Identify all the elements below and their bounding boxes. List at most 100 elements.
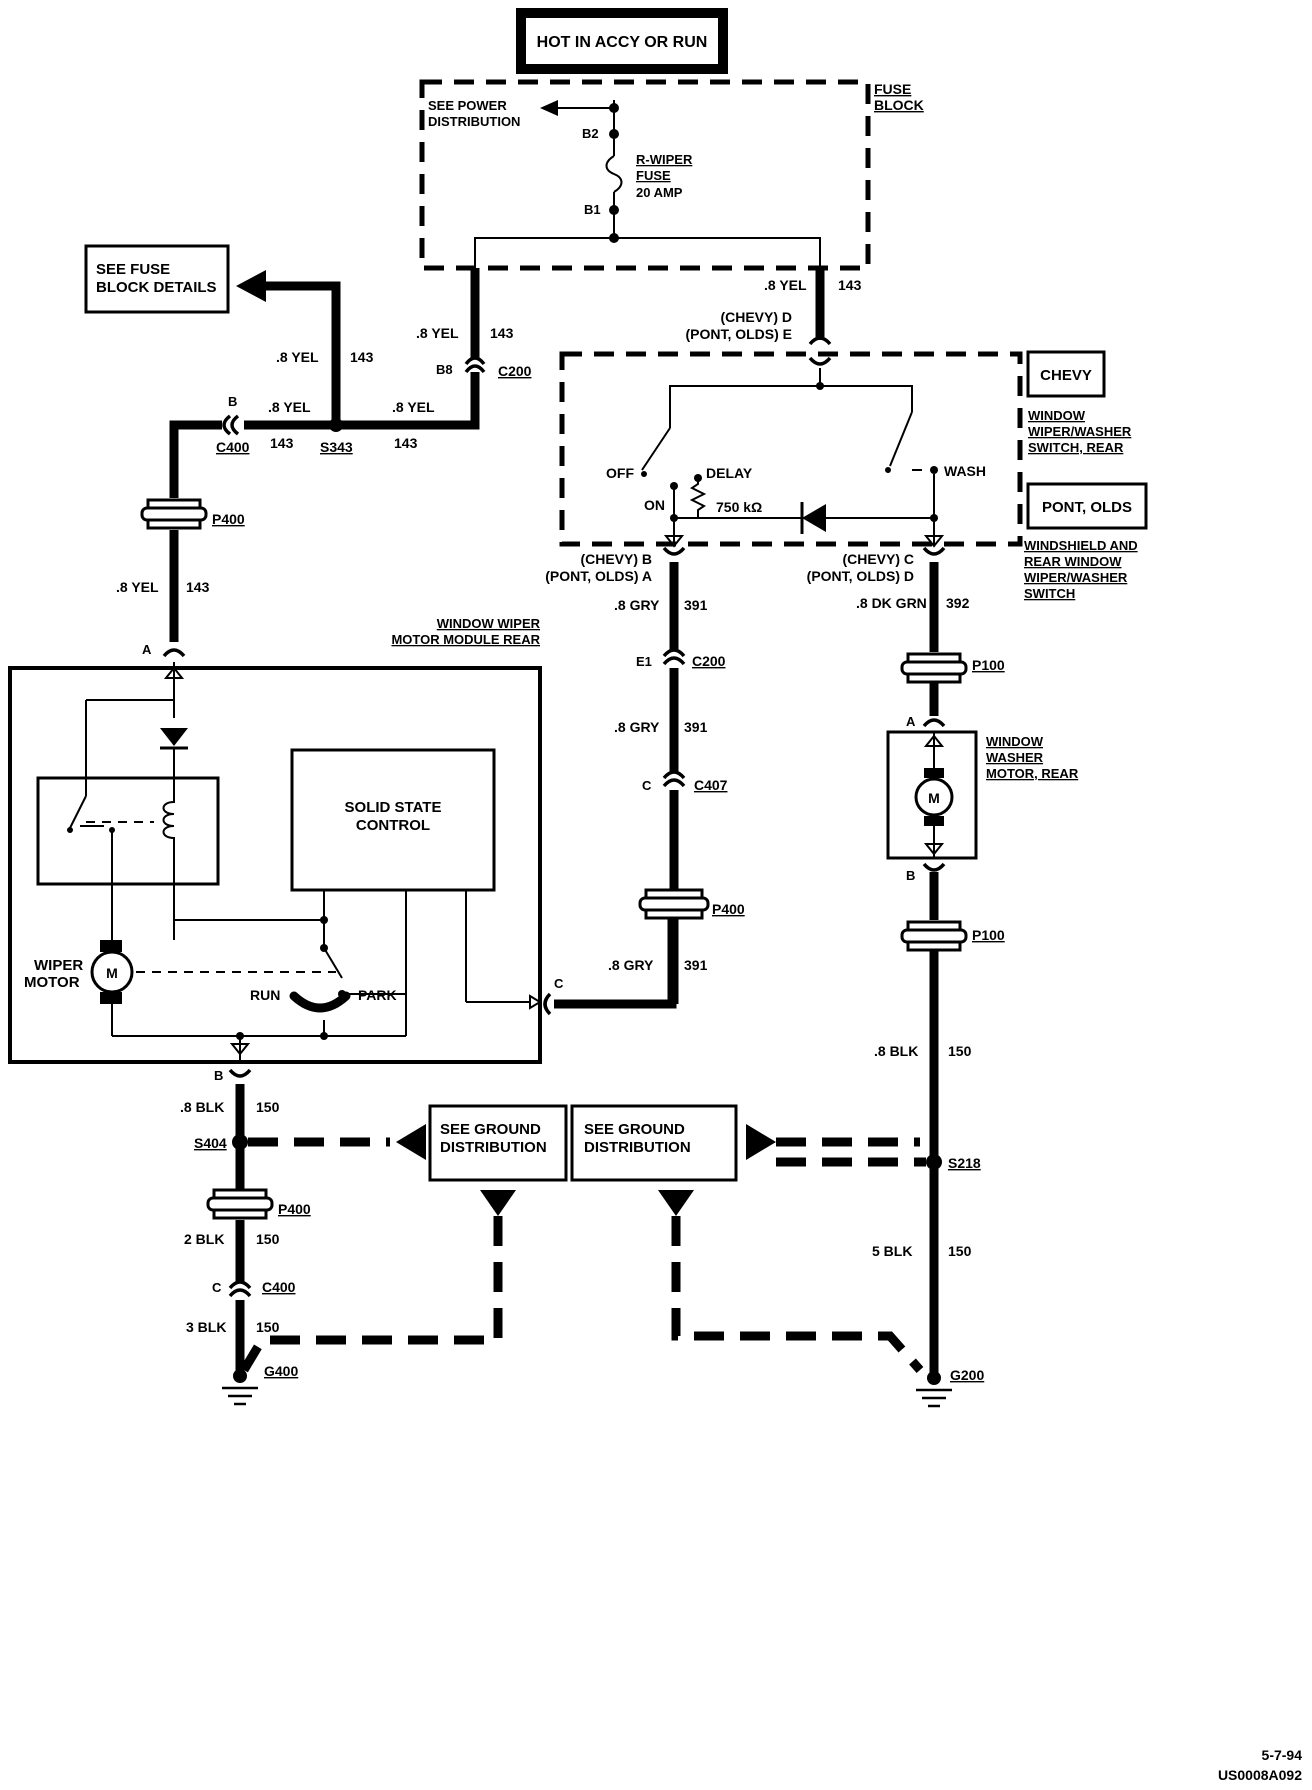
svg-text:143: 143 (186, 579, 210, 595)
svg-text:150: 150 (256, 1231, 280, 1247)
svg-text:CHEVY: CHEVY (1040, 367, 1092, 384)
splice-s218 (926, 1154, 942, 1170)
svg-text:143: 143 (394, 435, 418, 451)
diode-icon (800, 502, 826, 534)
svg-text:OFF: OFF (606, 465, 634, 481)
arrow-left-icon (746, 1124, 776, 1160)
svg-text:B: B (214, 1068, 223, 1083)
svg-text:391: 391 (684, 719, 708, 735)
window-washer-motor (886, 730, 978, 860)
svg-text:.8 GRY: .8 GRY (608, 957, 654, 973)
svg-text:.8 BLK: .8 BLK (180, 1099, 224, 1115)
arrow-left-icon (236, 270, 266, 302)
svg-text:150: 150 (948, 1243, 972, 1259)
connector-c407 (662, 770, 686, 788)
svg-text:150: 150 (256, 1319, 280, 1335)
wiper-motor-icon: M (90, 940, 134, 1004)
svg-text:143: 143 (350, 349, 374, 365)
svg-text:RUN: RUN (250, 987, 280, 1003)
svg-text:(CHEVY) D(PONT, OLDS) E: (CHEVY) D(PONT, OLDS) E (685, 309, 792, 342)
arrow-left-icon (396, 1124, 426, 1160)
svg-text:392: 392 (946, 595, 970, 611)
connector-c400-lower (228, 1280, 252, 1298)
connector-p400-lower (206, 1188, 274, 1220)
diagram-date: 5-7-94 (1262, 1747, 1303, 1763)
connector-p400-upper (140, 498, 208, 530)
ground-icon (916, 1388, 952, 1408)
arrow-icon (540, 100, 614, 116)
fuse-block-outline (419, 79, 871, 271)
svg-text:C200: C200 (692, 653, 726, 669)
svg-text:5 BLK: 5 BLK (872, 1243, 912, 1259)
svg-text:.8 DK GRN: .8 DK GRN (856, 595, 927, 611)
svg-text:PARK: PARK (358, 987, 397, 1003)
chevy-box (1026, 350, 1106, 398)
svg-text:3 BLK: 3 BLK (186, 1319, 226, 1335)
svg-text:B: B (906, 868, 915, 883)
see-ground-distribution-left (428, 1104, 568, 1182)
fuse-icon (605, 155, 623, 193)
connector-c400-upper (222, 414, 240, 436)
svg-text:.8 GRY: .8 GRY (614, 719, 660, 735)
svg-text:S404: S404 (194, 1135, 227, 1151)
svg-text:.8 YEL: .8 YEL (764, 277, 807, 293)
svg-text:P400: P400 (278, 1201, 311, 1217)
svg-text:C400: C400 (262, 1279, 296, 1295)
svg-text:150: 150 (256, 1099, 280, 1115)
svg-text:P100: P100 (972, 657, 1005, 673)
svg-text:C407: C407 (694, 777, 728, 793)
terminal-b2: B2 (582, 126, 599, 141)
svg-text:S218: S218 (948, 1155, 981, 1171)
svg-text:ON: ON (644, 497, 665, 513)
svg-text:A: A (906, 714, 916, 729)
svg-text:P400: P400 (212, 511, 245, 527)
terminal-b1: B1 (584, 202, 601, 217)
svg-text:.8 GRY: .8 GRY (614, 597, 660, 613)
svg-text:(CHEVY) B(PONT, OLDS) A: (CHEVY) B(PONT, OLDS) A (545, 551, 652, 584)
svg-text:WASH: WASH (944, 463, 986, 479)
svg-text:.8 YEL: .8 YEL (116, 579, 159, 595)
see-ground-distribution-right (570, 1104, 738, 1182)
svg-text:P100: P100 (972, 927, 1005, 943)
connector-p100-upper (900, 652, 968, 684)
svg-text:143: 143 (490, 325, 514, 341)
svg-text:143: 143 (270, 435, 294, 451)
washer-motor-icon: M (914, 768, 954, 826)
svg-text:G400: G400 (264, 1363, 298, 1379)
svg-text:.8 YEL: .8 YEL (416, 325, 459, 341)
svg-text:391: 391 (684, 957, 708, 973)
svg-text:B8: B8 (436, 362, 453, 377)
pont-olds-box (1026, 482, 1148, 530)
splice-s404 (232, 1134, 248, 1150)
ground-icon (222, 1386, 258, 1406)
svg-text:750 kΩ: 750 kΩ (716, 499, 762, 515)
connector-p100-lower (900, 920, 968, 952)
solid-state-control (290, 748, 496, 892)
svg-text:P400: P400 (712, 901, 745, 917)
svg-text:C: C (554, 976, 564, 991)
svg-text:C400: C400 (216, 439, 250, 455)
svg-text:.8 BLK: .8 BLK (874, 1043, 918, 1059)
arrow-down-icon (658, 1190, 694, 1216)
svg-text:G200: G200 (950, 1367, 984, 1383)
arrow-down-icon (480, 1190, 516, 1216)
svg-text:C: C (642, 778, 652, 793)
svg-text:.8 YEL: .8 YEL (276, 349, 319, 365)
connector-c200-lower (662, 648, 686, 666)
svg-text:.8 YEL: .8 YEL (392, 399, 435, 415)
power-source-label: HOT IN ACCY OR RUN (537, 34, 708, 51)
svg-text:S343: S343 (320, 439, 353, 455)
svg-text:M: M (106, 965, 118, 981)
svg-text:C200: C200 (498, 363, 532, 379)
svg-text:2 BLK: 2 BLK (184, 1231, 224, 1247)
svg-text:DELAY: DELAY (706, 465, 753, 481)
